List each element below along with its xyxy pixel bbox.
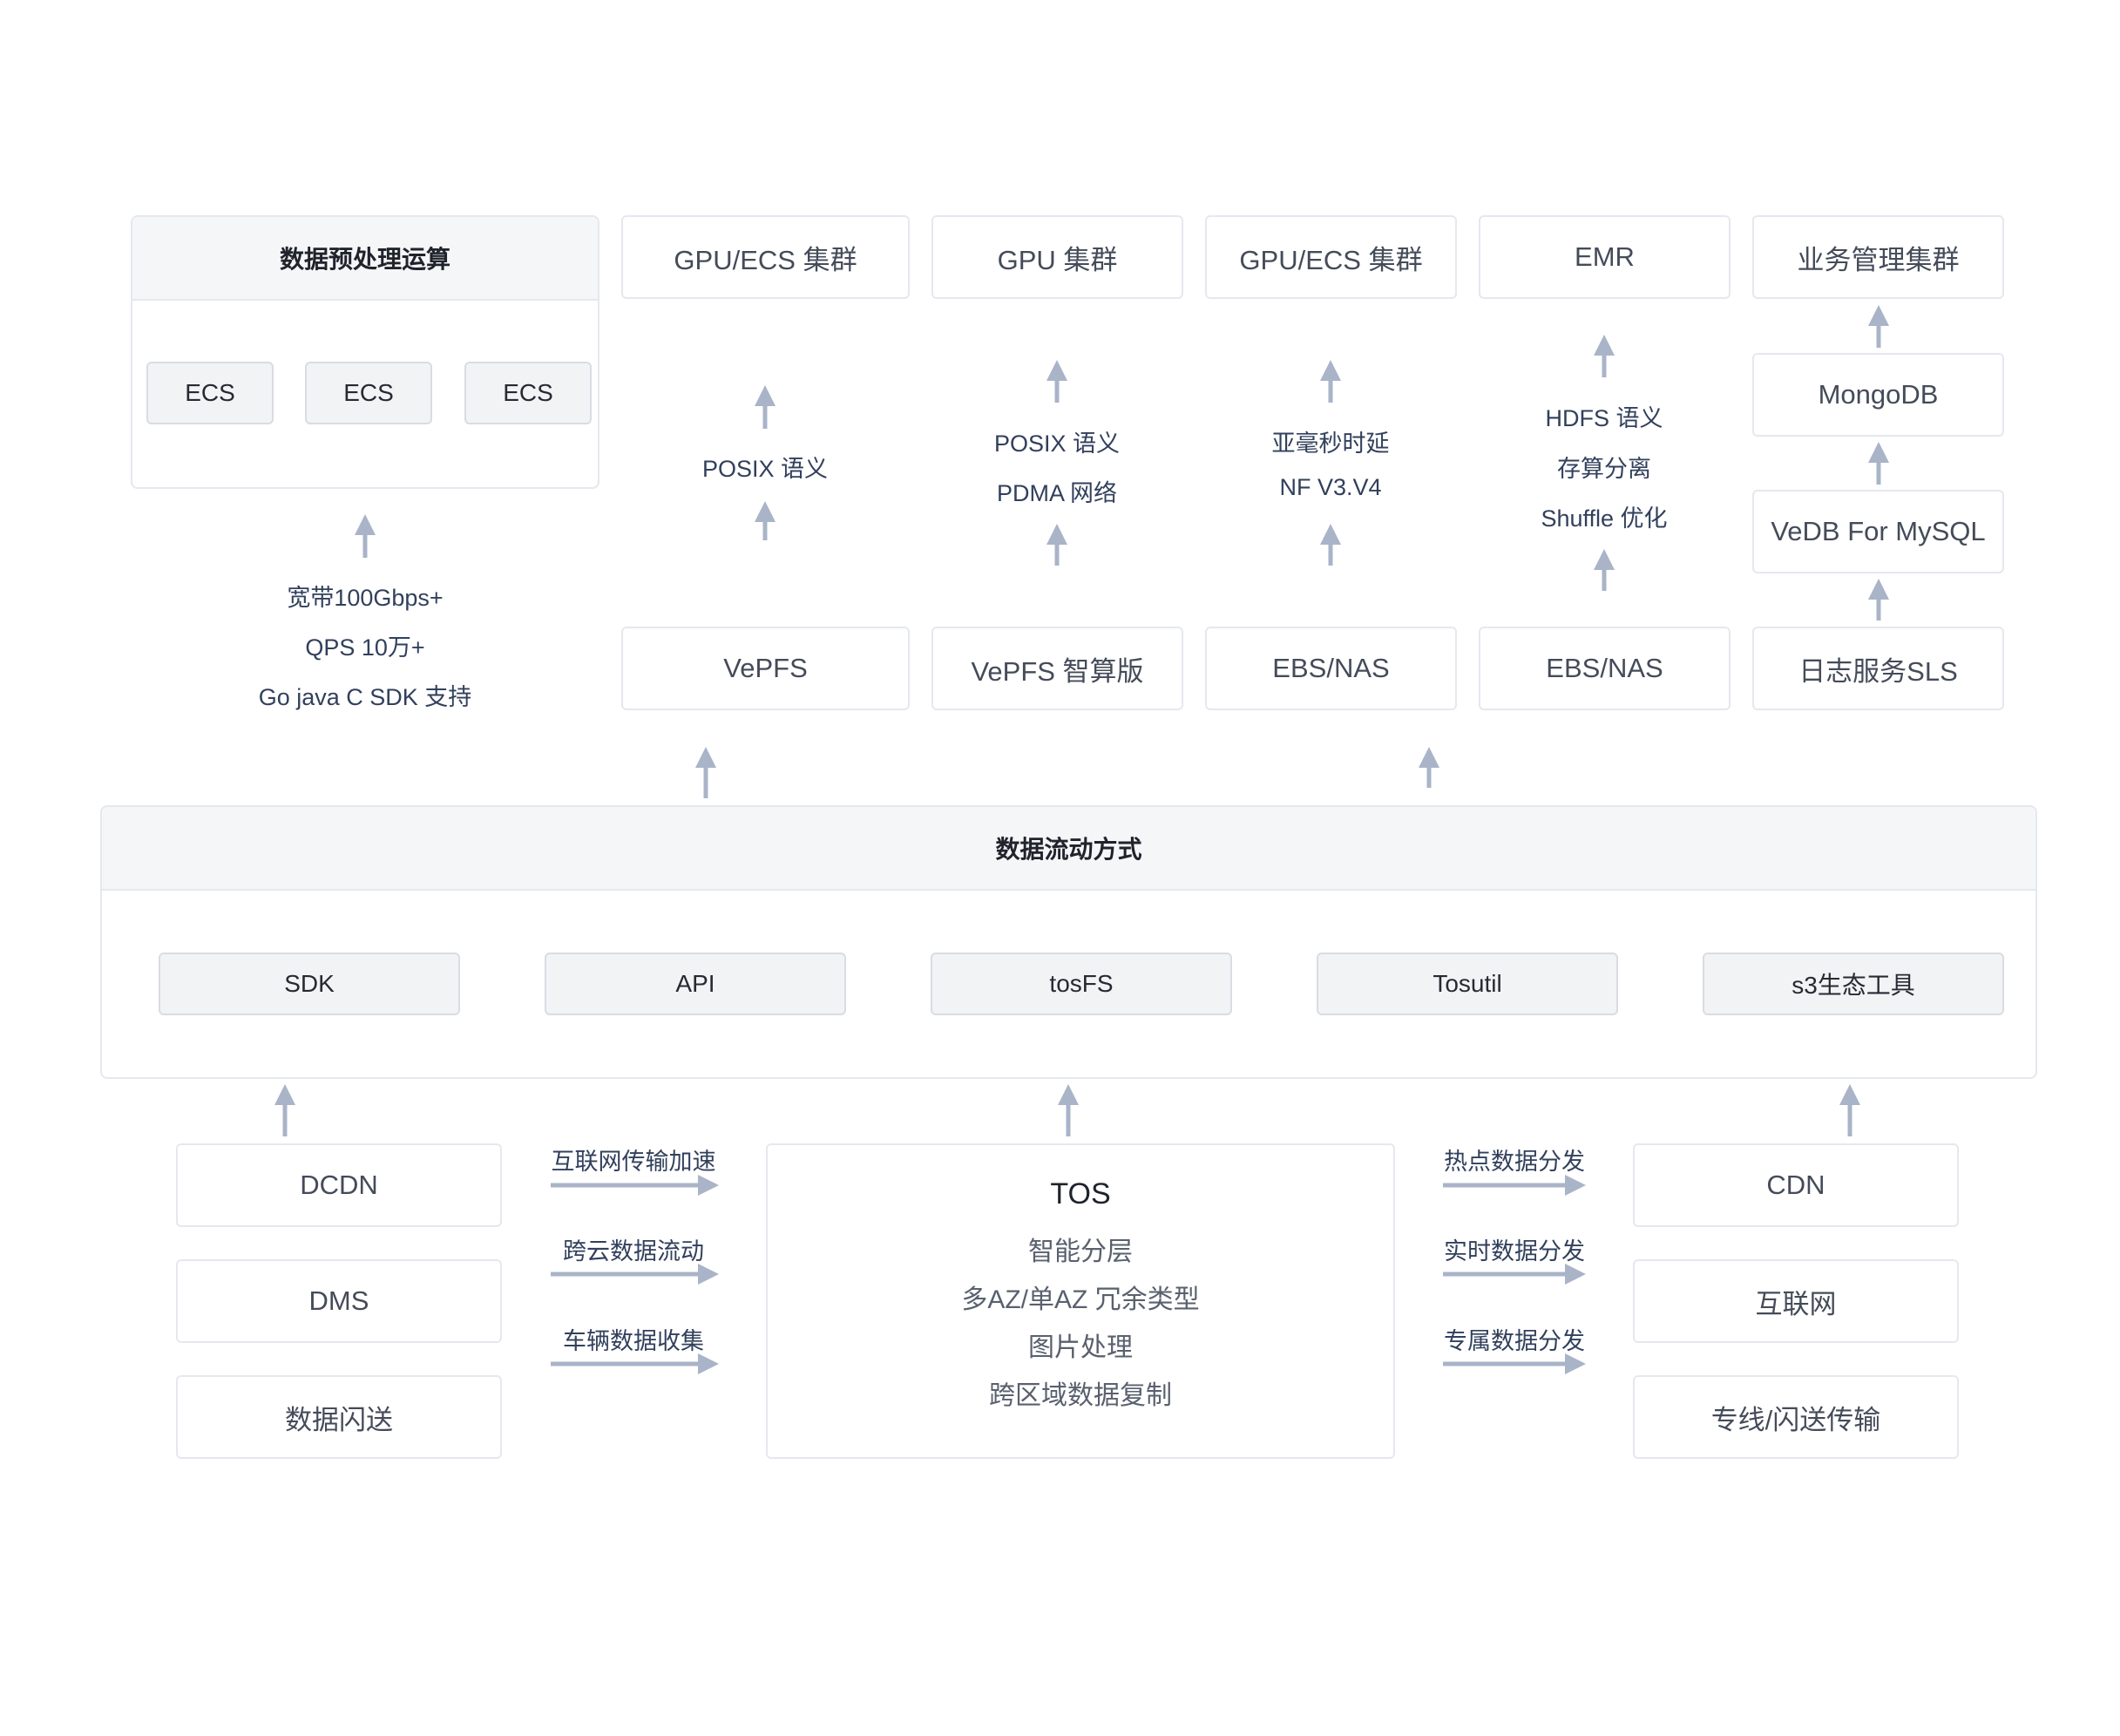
vepfs-up-arrow xyxy=(755,501,776,540)
top-cluster-box[interactable]: EMR xyxy=(1479,215,1731,299)
feature-label: POSIX 语义 xyxy=(993,431,1121,457)
storage-box[interactable]: VePFS 智算版 xyxy=(931,627,1183,710)
flow-to-ebs-arrow xyxy=(1419,747,1439,788)
vedb-up-arrow xyxy=(1868,442,1889,485)
flow-method-tosutil[interactable]: Tosutil xyxy=(1317,953,1618,1015)
posix-up-arrow xyxy=(755,385,776,429)
tos-feature: 多AZ/单AZ 冗余类型 xyxy=(961,1285,1200,1314)
top-cluster-box[interactable]: 业务管理集群 xyxy=(1752,215,2004,299)
inbound-arrow xyxy=(551,1175,719,1196)
inbound-arrow xyxy=(551,1353,719,1374)
pdma-up-arrow xyxy=(1046,360,1067,403)
preprocess-note: Go java C SDK 支持 xyxy=(258,684,472,710)
destination-box[interactable]: CDN xyxy=(1633,1143,1959,1227)
flow-to-storage-arrow xyxy=(695,747,716,798)
top-cluster-box[interactable]: GPU/ECS 集群 xyxy=(621,215,910,299)
storage-box[interactable]: EBS/NAS xyxy=(1205,627,1457,710)
inbound-arrow xyxy=(551,1264,719,1285)
inbound-label: 跨云数据流动 xyxy=(563,1238,704,1265)
feature-label: 亚毫秒时延 xyxy=(1271,431,1390,457)
ebs-nas-up-arrow xyxy=(1320,524,1341,566)
vedb-box[interactable]: VeDB For MySQL xyxy=(1752,490,2004,573)
flow-method-api[interactable]: API xyxy=(545,953,846,1015)
top-cluster-box[interactable]: GPU 集群 xyxy=(931,215,1183,299)
data-flow-panel: 数据流动方式 SDK API tosFS Tosutil s3生态工具 xyxy=(100,805,2037,1079)
tos-feature: 图片处理 xyxy=(1028,1333,1133,1362)
storage-box[interactable]: EBS/NAS xyxy=(1479,627,1731,710)
flow-method-s3-tools[interactable]: s3生态工具 xyxy=(1703,953,2004,1015)
feature-label: PDMA 网络 xyxy=(996,480,1118,506)
source-box[interactable]: DMS xyxy=(176,1259,502,1343)
feature-label: Shuffle 优化 xyxy=(1541,505,1668,532)
feature-label: HDFS 语义 xyxy=(1545,405,1663,431)
destination-box[interactable]: 专线/闪送传输 xyxy=(1633,1375,1959,1459)
storage-box[interactable]: VePFS xyxy=(621,627,910,710)
top-cluster-box[interactable]: GPU/ECS 集群 xyxy=(1205,215,1457,299)
outbound-arrow xyxy=(1443,1353,1586,1374)
dcdn-up-arrow xyxy=(274,1084,295,1136)
outbound-arrow xyxy=(1443,1264,1586,1285)
vepfs-ai-up-arrow xyxy=(1046,524,1067,566)
outbound-label: 专属数据分发 xyxy=(1444,1328,1585,1354)
ecs-node[interactable]: ECS xyxy=(305,362,432,424)
ebs-nas-emr-up-arrow xyxy=(1594,549,1615,591)
preprocess-title: 数据预处理运算 xyxy=(132,217,598,301)
data-flow-title: 数据流动方式 xyxy=(102,807,2035,891)
preprocess-panel: 数据预处理运算 ECS ECS ECS xyxy=(131,215,599,489)
inbound-label: 车辆数据收集 xyxy=(563,1328,704,1354)
sls-up-arrow xyxy=(1868,579,1889,620)
destination-box[interactable]: 互联网 xyxy=(1633,1259,1959,1343)
preprocess-up-arrow xyxy=(355,514,376,558)
source-box[interactable]: DCDN xyxy=(176,1143,502,1227)
mongodb-box[interactable]: MongoDB xyxy=(1752,353,2004,437)
storage-box[interactable]: 日志服务SLS xyxy=(1752,627,2004,710)
cdn-up-arrow xyxy=(1839,1084,1860,1136)
tos-feature: 跨区域数据复制 xyxy=(989,1381,1172,1410)
preprocess-note: 宽带100Gbps+ xyxy=(287,585,444,611)
outbound-arrow xyxy=(1443,1175,1586,1196)
ecs-node[interactable]: ECS xyxy=(146,362,274,424)
inbound-label: 互联网传输加速 xyxy=(551,1149,716,1175)
feature-label: POSIX 语义 xyxy=(701,456,829,482)
ecs-node[interactable]: ECS xyxy=(464,362,592,424)
hdfs-up-arrow xyxy=(1594,335,1615,377)
mongodb-up-arrow xyxy=(1868,305,1889,348)
outbound-label: 实时数据分发 xyxy=(1444,1238,1585,1265)
outbound-label: 热点数据分发 xyxy=(1444,1149,1585,1175)
tos-box[interactable]: TOS 智能分层 多AZ/单AZ 冗余类型 图片处理 跨区域数据复制 xyxy=(766,1143,1395,1459)
tos-up-arrow xyxy=(1058,1084,1079,1136)
latency-up-arrow xyxy=(1320,360,1341,403)
preprocess-note: QPS 10万+ xyxy=(305,634,425,661)
feature-label: 存算分离 xyxy=(1557,456,1651,482)
tos-title: TOS xyxy=(1050,1177,1111,1210)
feature-label: NF V3.V4 xyxy=(1279,474,1382,500)
source-box[interactable]: 数据闪送 xyxy=(176,1375,502,1459)
tos-feature: 智能分层 xyxy=(1028,1238,1133,1266)
flow-method-sdk[interactable]: SDK xyxy=(159,953,460,1015)
flow-method-tosfs[interactable]: tosFS xyxy=(931,953,1232,1015)
